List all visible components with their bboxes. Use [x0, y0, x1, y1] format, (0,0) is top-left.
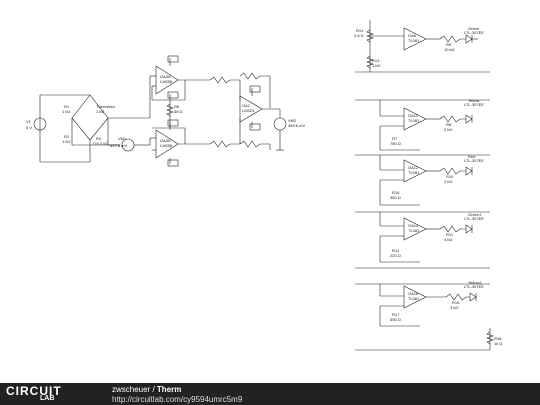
vout-value: 489.6 mV: [288, 123, 305, 128]
oa1-name: OA3A: [160, 74, 171, 79]
project-url[interactable]: http://circuitlab.com/cy9594umrc5m9: [112, 395, 243, 404]
r-out-value: 2 kΩ: [444, 127, 452, 132]
schematic-canvas: V1 5 V R1 1 kΩ R2 1 kΩ Thermistor 1 kΩ R…: [26, 20, 502, 351]
v1-value: 5 V: [26, 125, 32, 130]
comp-name: OA12: [408, 165, 419, 170]
r-out-value: 10 kΩ: [444, 47, 455, 52]
led-model: LTL-307EE: [464, 30, 484, 35]
vm-name: VM1: [118, 136, 127, 141]
r-out-value: 4 kΩ: [444, 237, 452, 242]
led-model: LTL-307EE: [464, 284, 484, 289]
oa-diff-model: LM324: [242, 108, 255, 113]
r-out-name: R15: [452, 300, 460, 305]
oa2-model: LM358: [160, 143, 173, 148]
r2-value: 1 kΩ: [62, 139, 70, 144]
project-title[interactable]: Therm: [156, 385, 182, 394]
vout-name: VM2: [288, 118, 297, 123]
led-color: Yellow: [468, 98, 480, 103]
comp-model: TL081: [408, 118, 420, 123]
rg-value: 36 Ω: [174, 109, 183, 114]
comp-name: OA14: [408, 223, 419, 228]
r-fb-value: 350 Ω: [390, 195, 401, 200]
led-color: Red: [468, 154, 475, 159]
r1-value: 1 kΩ: [62, 109, 70, 114]
led-color: Yellow1: [468, 280, 482, 285]
r-out-name: R9: [446, 42, 452, 47]
r-fb-value: 220 Ω: [390, 253, 401, 258]
oa2-name: OA3D: [160, 138, 171, 143]
comp-model: TL081: [408, 38, 420, 43]
led-model: LTL-307EE: [464, 158, 484, 163]
thermistor-name: Thermistor: [96, 104, 116, 109]
r4-name: R4: [96, 136, 102, 141]
v1-name: V1: [26, 119, 32, 124]
r-fb-value: 780 Ω: [390, 141, 401, 146]
r-fb-name: R12: [392, 248, 400, 253]
r4-value: 779.2 kΩ: [92, 141, 108, 146]
comp-name: OA11: [408, 113, 419, 118]
comp-name: OA18: [408, 291, 419, 296]
author-name[interactable]: zwscheuer: [112, 385, 151, 394]
r-top-name: R14: [356, 28, 364, 33]
r2-name: R2: [64, 134, 70, 139]
vm-value: 317.6 mV: [110, 143, 127, 148]
r-bottom-name: R18: [494, 336, 502, 341]
r-out-value: 3 kΩ: [450, 305, 458, 310]
title-separator: /: [150, 385, 157, 394]
comp-model: TL081: [408, 170, 420, 175]
r-top2-value: 1 kΩ: [372, 63, 380, 68]
r-top-value: 0.6 Ω: [354, 33, 364, 38]
oa1-model: LM358: [160, 79, 173, 84]
comp-model: TL081: [408, 228, 420, 233]
r-out-name: R11: [446, 232, 454, 237]
oa-diff-name: OA1: [242, 103, 251, 108]
rg-name: R6: [174, 104, 180, 109]
r-fb-name: R7: [392, 136, 398, 141]
r-out-name: R10: [446, 174, 454, 179]
led-model: LTL-307EE: [464, 216, 484, 221]
r-fb-value: 390 Ω: [390, 317, 401, 322]
footer-bar: CIRCUIT LAB zwscheuer / Therm http://cir…: [0, 383, 540, 405]
thermistor-value: 1 kΩ: [96, 109, 104, 114]
led-model: LTL-307EE: [464, 102, 484, 107]
r1-name: R1: [64, 104, 70, 109]
logo-top-text: CIRCUIT: [6, 384, 62, 398]
author-title-line: zwscheuer / Therm: [112, 385, 181, 394]
led-color: Green1: [468, 212, 482, 217]
logo-bottom-text: LAB: [40, 395, 55, 402]
r-top2-name: R13: [372, 58, 380, 63]
r-out-value: 2 kΩ: [444, 179, 452, 184]
r-out-name: R8: [446, 122, 452, 127]
r-fb-name: R17: [392, 312, 400, 317]
led-color: Green: [468, 26, 479, 31]
r-bottom-value: 1k Ω: [494, 341, 502, 346]
circuitlab-logo[interactable]: CIRCUIT LAB: [6, 384, 86, 404]
comp-model: TL081: [408, 296, 420, 301]
comp-name: OA6: [408, 33, 417, 38]
r-fb-name: R16: [392, 190, 400, 195]
